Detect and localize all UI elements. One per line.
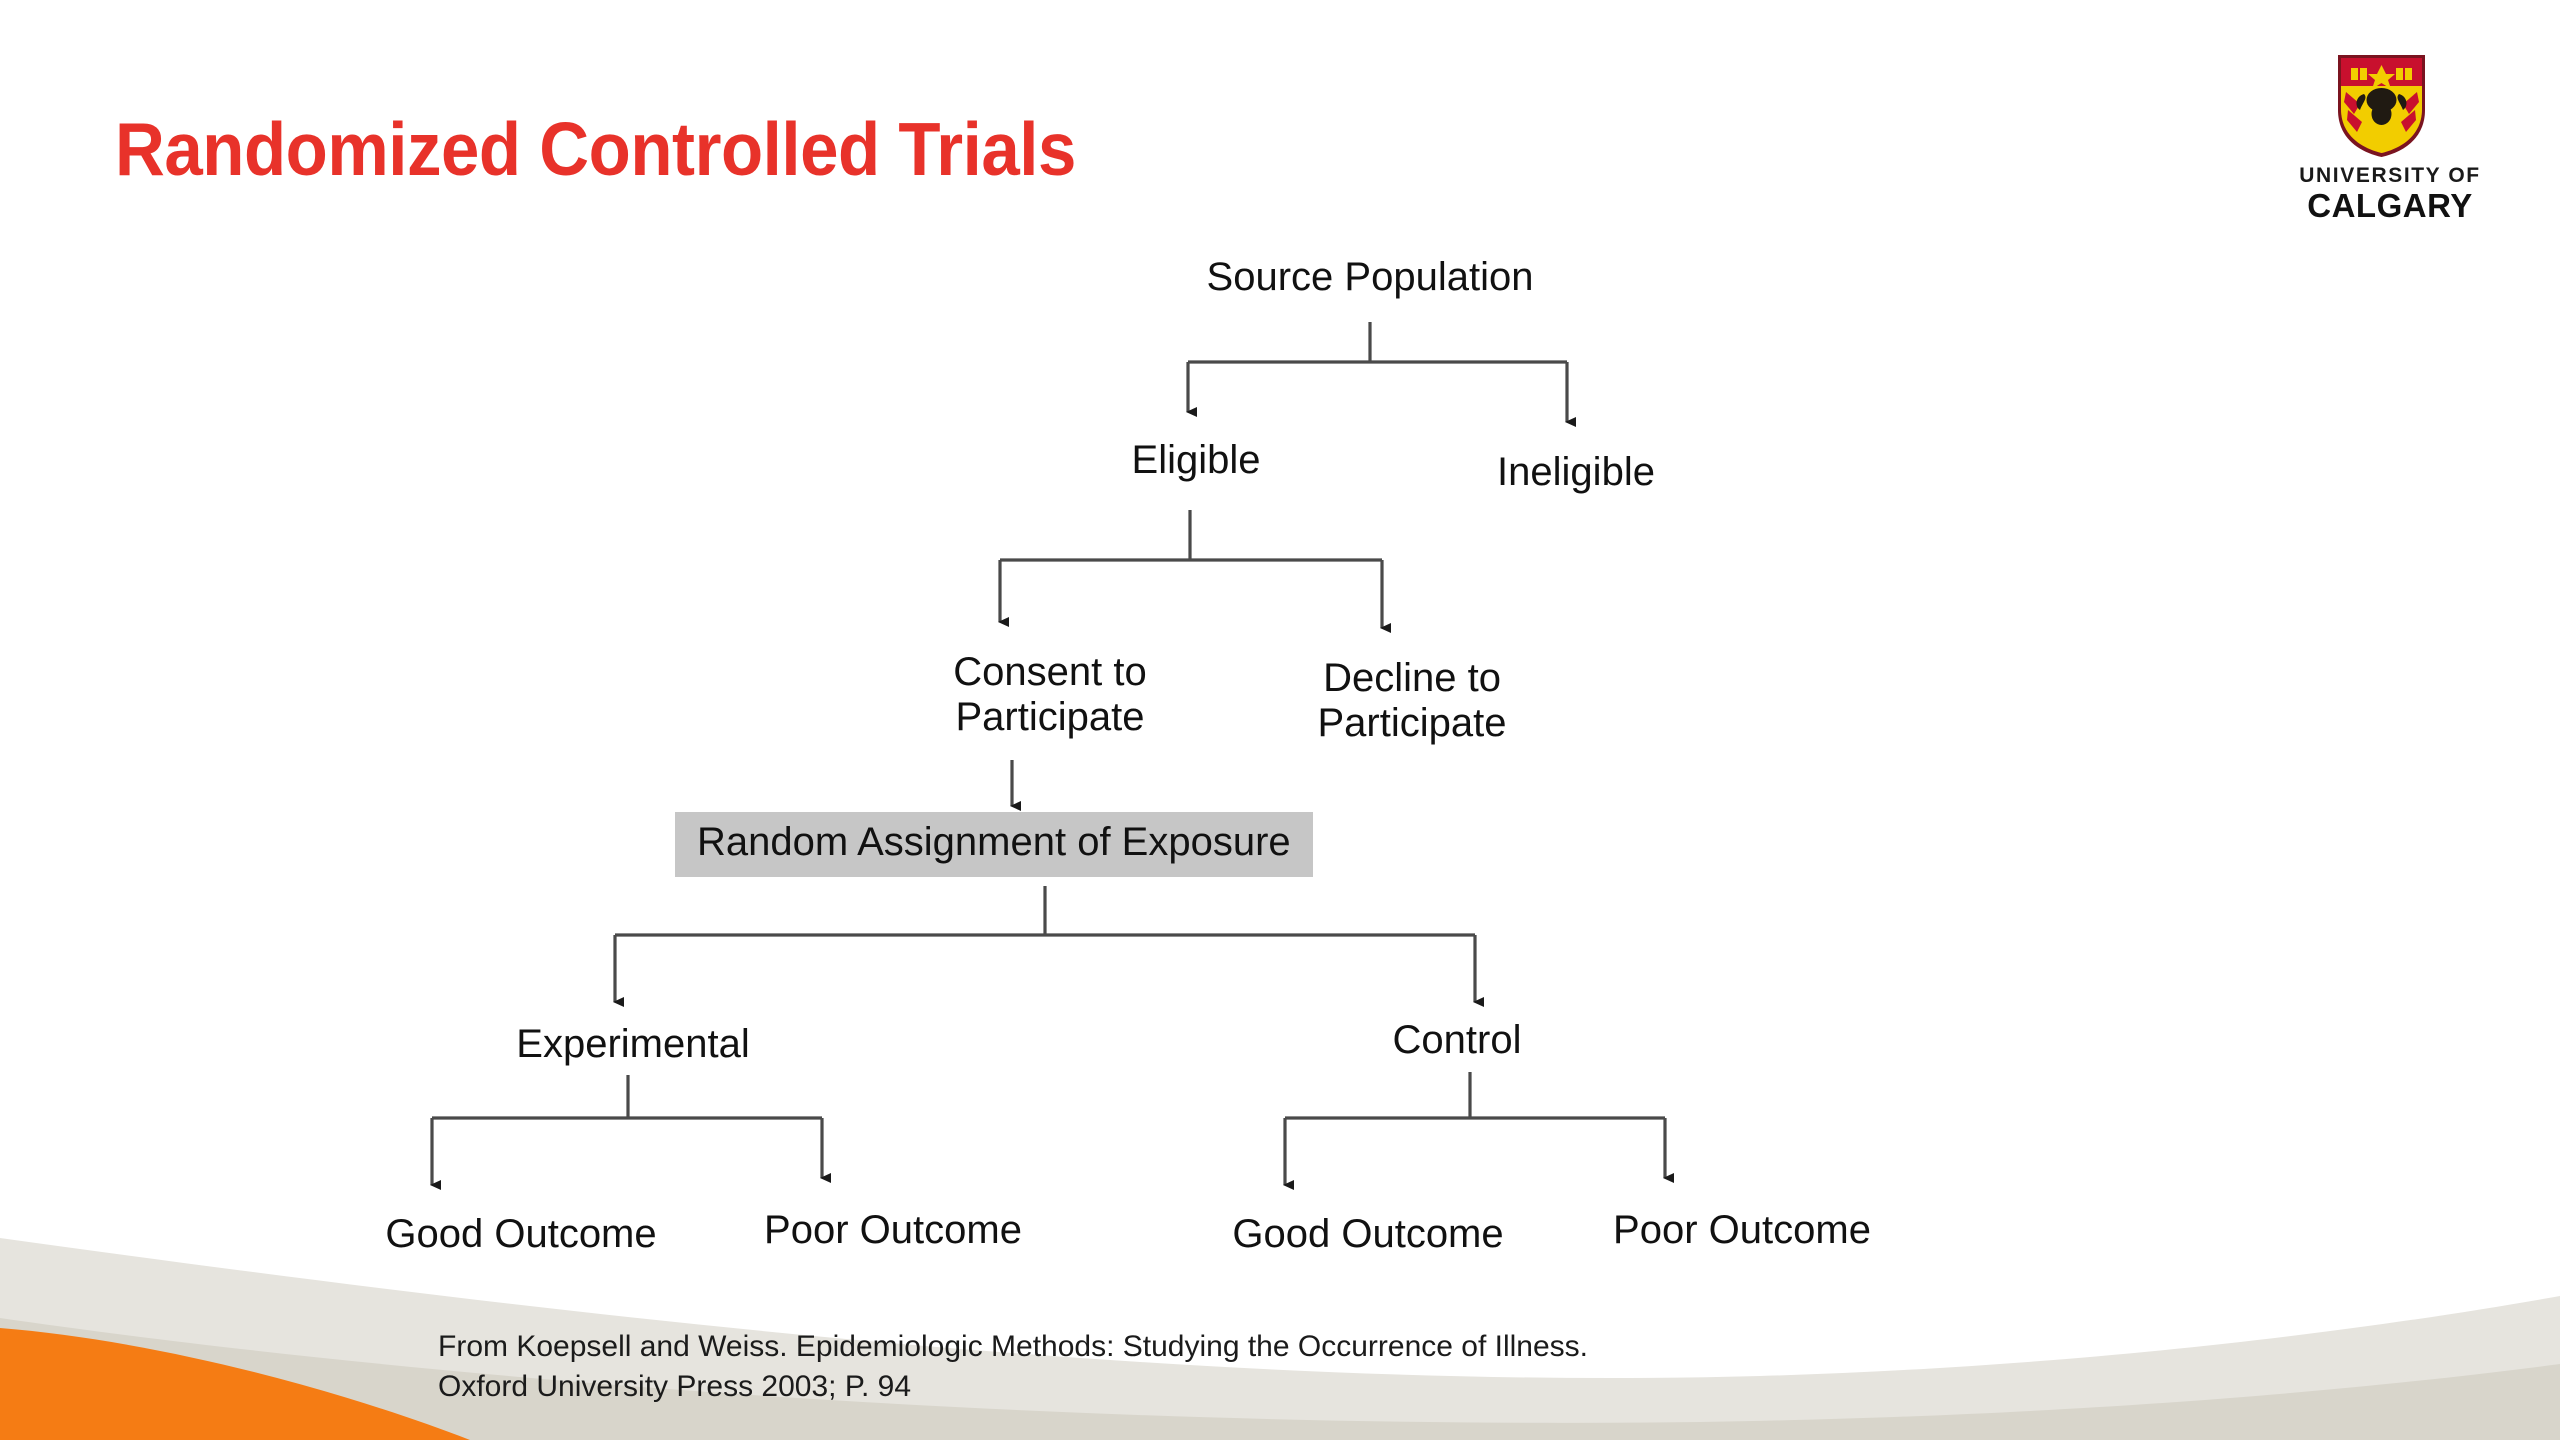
node-control-poor-outcome: Poor Outcome <box>1613 1208 1871 1252</box>
node-source-population: Source Population <box>1206 255 1534 299</box>
node-decline-to-participate: Decline to Participate <box>1317 656 1507 745</box>
node-experimental-good-outcome: Good Outcome <box>385 1212 657 1256</box>
citation-line-2: Oxford University Press 2003; P. 94 <box>438 1369 911 1403</box>
university-logo: UNIVERSITY OF CALGARY <box>2280 52 2500 232</box>
source-citation: From Koepsell and Weiss. Epidemiologic M… <box>438 1327 1588 1406</box>
node-ineligible: Ineligible <box>1497 450 1655 494</box>
calgary-crest-icon <box>2338 55 2425 157</box>
citation-line-1: From Koepsell and Weiss. Epidemiologic M… <box>438 1330 1588 1363</box>
page-title: Randomized Controlled Trials <box>115 107 1076 191</box>
node-control-good-outcome: Good Outcome <box>1232 1212 1504 1256</box>
node-random-assignment-of-exposure: Random Assignment of Exposure <box>675 812 1313 877</box>
logo-calgary-label: CALGARY <box>2307 187 2473 224</box>
node-experimental-poor-outcome: Poor Outcome <box>764 1208 1022 1252</box>
logo-university-label: UNIVERSITY OF <box>2299 164 2481 187</box>
node-eligible: Eligible <box>1131 438 1261 482</box>
node-control: Control <box>1392 1018 1522 1062</box>
node-experimental: Experimental <box>516 1022 750 1066</box>
node-consent-to-participate: Consent to Participate <box>953 650 1147 739</box>
